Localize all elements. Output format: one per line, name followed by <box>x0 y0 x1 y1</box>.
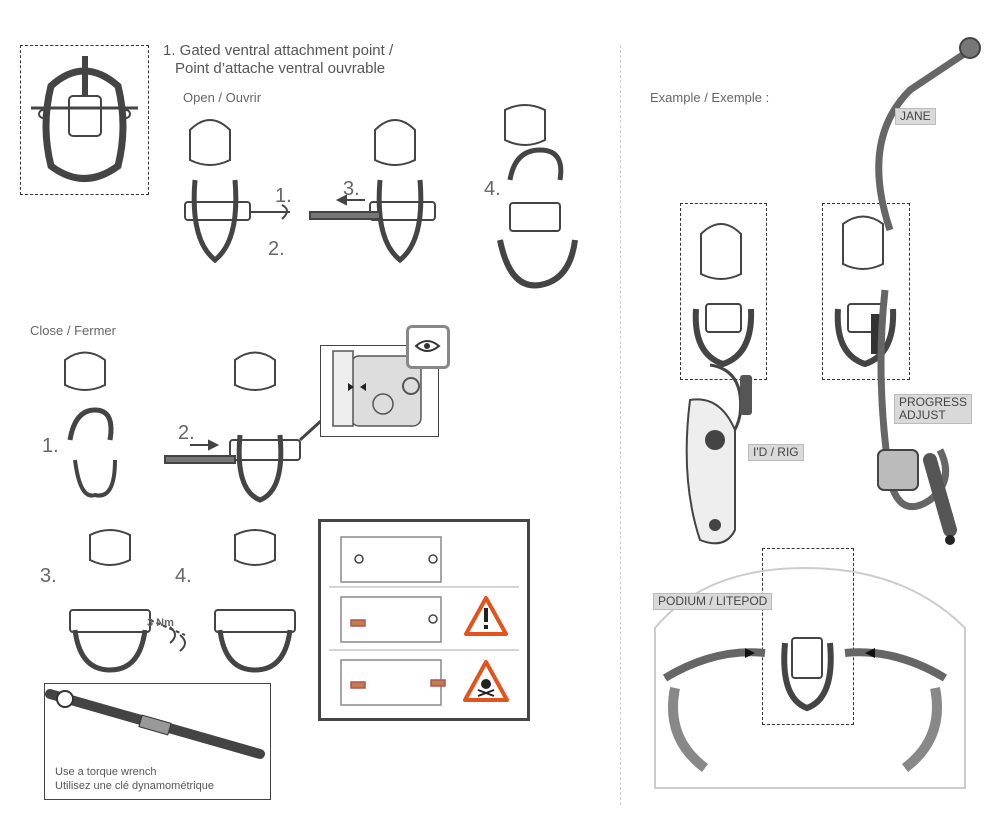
detail-box-ventral <box>20 45 149 195</box>
tag-progress-line1: PROGRESS <box>899 395 968 409</box>
example-box-progress <box>822 203 910 380</box>
torque-wrench-box: Use a torque wrench Utilisez une clé dyn… <box>44 683 271 800</box>
warning-illustrations <box>329 536 519 706</box>
tag-jane: JANE <box>895 108 936 125</box>
open-step-3: 3. <box>343 178 360 200</box>
tag-podium-litepod: PODIUM / LITEPOD <box>653 593 773 610</box>
section-title-line1: 1. Gated ventral attachment point / <box>163 42 394 59</box>
podium-harness-illustration <box>654 566 966 789</box>
torque-note-line1: Use a torque wrench <box>55 766 157 778</box>
open-label: Open / Ouvrir <box>183 90 262 105</box>
close-step-2: 2. <box>178 422 195 444</box>
close-step-1: 1. <box>42 435 59 457</box>
close-step-illustrations-top <box>64 351 324 503</box>
open-step-2: 2. <box>268 238 285 260</box>
tag-id-rig: I'D / RIG <box>748 444 804 461</box>
close-harness-3 <box>69 529 186 673</box>
close-harness-2 <box>164 351 324 503</box>
lanyard-illustration <box>875 37 981 545</box>
close-label: Close / Fermer <box>30 323 116 338</box>
torque-value-label: 3 Nm <box>147 617 174 629</box>
open-step-1: 1. <box>275 185 292 207</box>
example-box-podium <box>762 548 854 725</box>
open-step-4: 4. <box>484 178 501 200</box>
example-label: Example / Exemple : <box>650 90 770 105</box>
close-step-3: 3. <box>40 565 57 587</box>
tag-progress-line2: ADJUST <box>899 408 946 422</box>
warnings-box <box>318 519 530 721</box>
gate-alignment-detail <box>332 350 422 427</box>
harness-id-rig-illustration <box>692 223 755 368</box>
section-title-line2: Point d’attache ventral ouvrable <box>175 60 386 77</box>
open-step-illustrations <box>184 104 578 289</box>
open-harness-4 <box>497 104 578 289</box>
close-step-4: 4. <box>175 565 192 587</box>
torque-wrench-illustration <box>45 689 265 759</box>
id-rig-device-illustration <box>685 363 752 545</box>
danger-icon <box>463 660 509 702</box>
close-harness-4 <box>214 529 296 673</box>
harness-progress-illustration <box>834 215 897 368</box>
correct-mount <box>340 536 442 583</box>
eye-icon-graphic <box>414 340 441 352</box>
open-harness-3 <box>309 119 436 264</box>
tag-progress-adjust: PROGRESS ADJUST <box>894 394 973 424</box>
section-title: 1. Gated ventral attachment point / Poin… <box>163 42 393 78</box>
example-box-id-rig <box>680 203 767 380</box>
ventral-detail-illustration <box>31 56 138 182</box>
close-harness-1 <box>64 351 117 498</box>
close-step-illustrations-bottom <box>69 529 296 673</box>
open-harness-1 <box>184 119 290 264</box>
eye-icon <box>406 325 450 369</box>
loose-screw-mount <box>340 596 442 643</box>
column-divider <box>620 45 621 805</box>
torque-note-line2: Utilisez une clé dynamométrique <box>55 780 214 792</box>
missing-screw-mount <box>340 659 446 706</box>
warning-icon <box>464 596 508 636</box>
